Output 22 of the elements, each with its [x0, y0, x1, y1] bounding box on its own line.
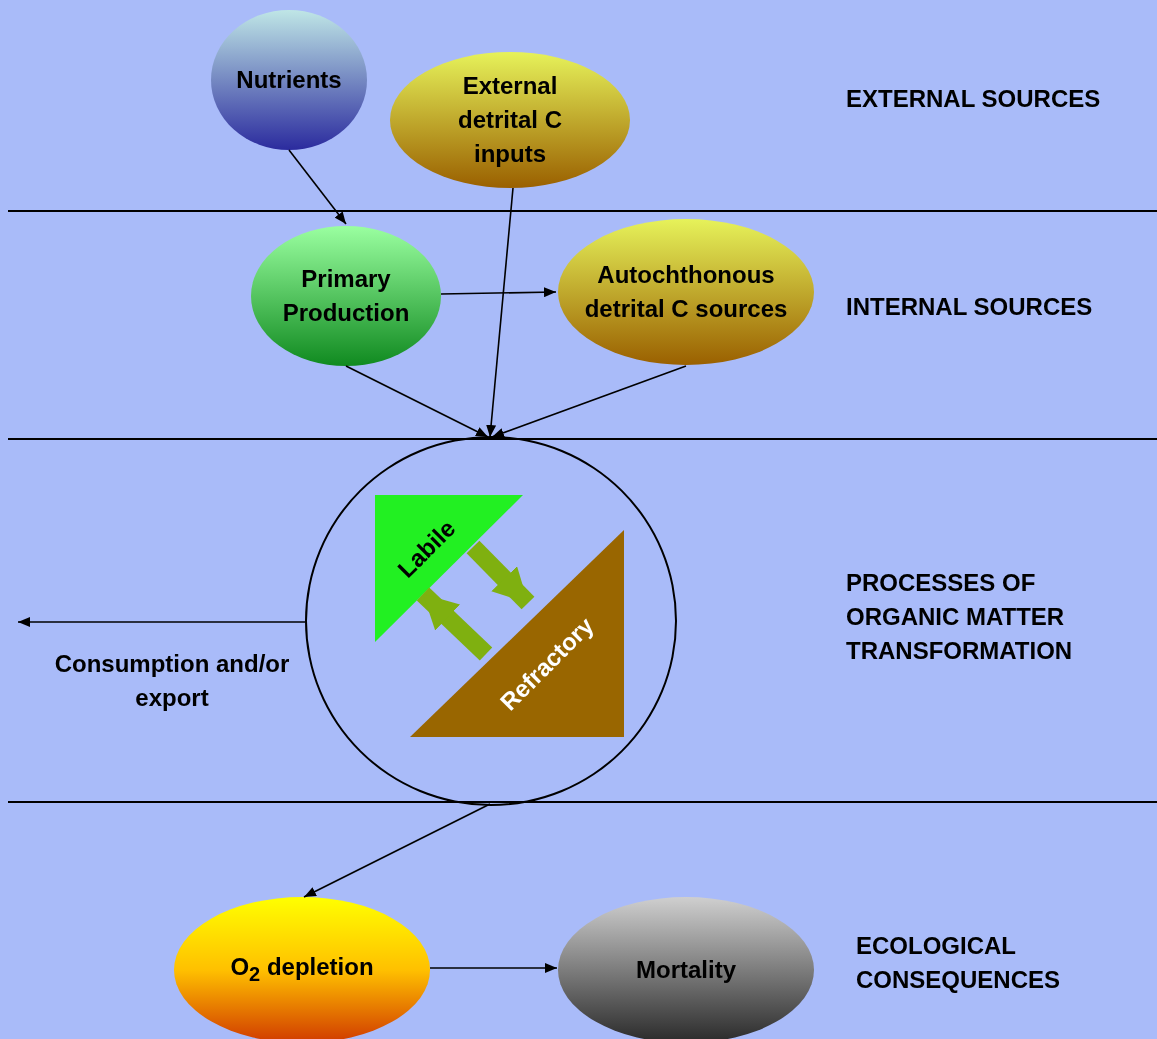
node-label: Autochthonous detrital C sources	[583, 260, 789, 324]
band-label: ECOLOGICAL CONSEQUENCES	[856, 931, 1062, 995]
node-label: Consumption and/or export	[53, 649, 291, 713]
block-arrow	[466, 540, 535, 610]
arrow	[440, 287, 557, 298]
node-label: Primary Production	[281, 264, 411, 328]
arrow	[491, 365, 687, 438]
process-circle	[305, 436, 677, 806]
block-arrow	[416, 587, 493, 661]
arrow	[486, 187, 514, 438]
node-label: O$_{2}$ depletion	[230, 951, 374, 987]
node-label: Mortality	[636, 955, 736, 985]
node-label: Nutrients	[236, 65, 342, 95]
band-label: PROCESSES OF ORGANIC MATTER TRANSFORMATION	[846, 568, 1074, 666]
band-label: INTERNAL SOURCES	[846, 292, 1094, 322]
arrow	[429, 963, 558, 973]
band-label: EXTERNAL SOURCES	[846, 84, 1102, 114]
arrow	[345, 365, 489, 438]
node-label: External detrital C inputs	[457, 71, 563, 169]
arrow	[288, 149, 347, 225]
arrow	[303, 803, 491, 898]
arrow	[17, 617, 306, 627]
